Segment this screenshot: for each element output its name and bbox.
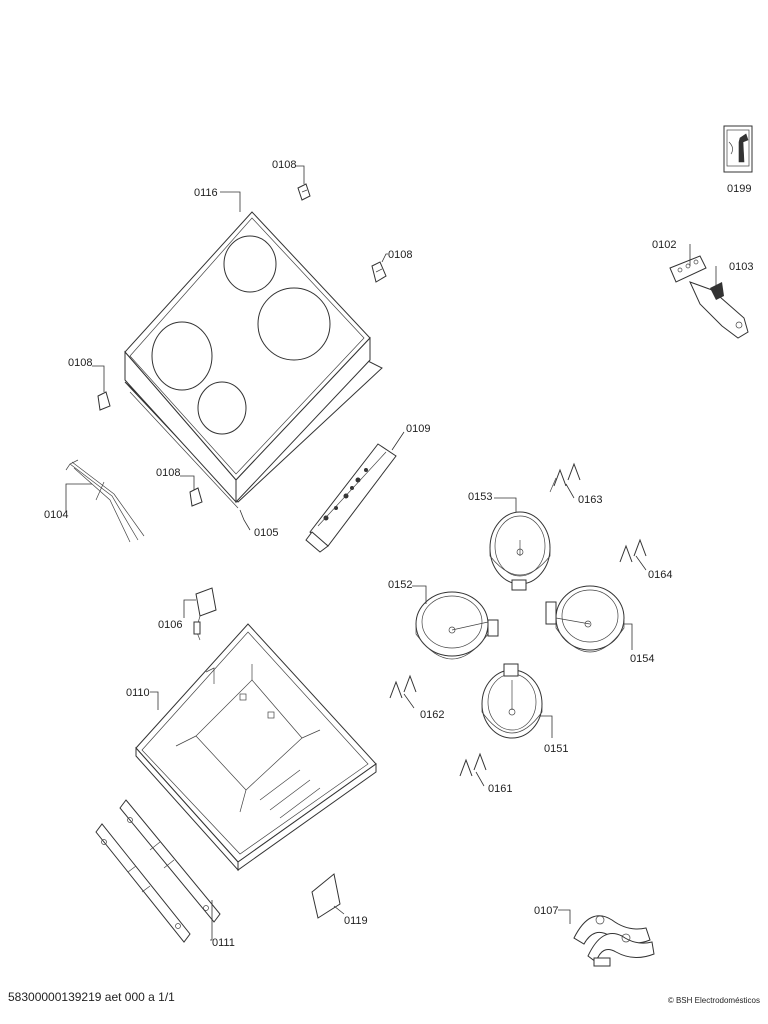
label-0108-top: 0108 [272, 159, 296, 171]
label-0107: 0107 [534, 905, 558, 917]
label-0108-lower: 0108 [156, 467, 180, 479]
bottom-housing-part [135, 623, 377, 872]
label-0104: 0104 [44, 509, 68, 521]
terminal-bracket-part [193, 587, 217, 641]
label-0108-left: 0108 [68, 357, 92, 369]
heating-element-0154 [545, 585, 625, 653]
label-0199: 0199 [727, 183, 751, 195]
cable-clamps-0107 [573, 915, 655, 967]
control-module-part [305, 443, 397, 553]
label-0116: 0116 [194, 187, 218, 199]
heating-element-0152 [415, 591, 499, 660]
label-0111: 0111 [212, 937, 235, 949]
glass-ceramic-hob-part [124, 211, 383, 509]
document-number: 58300000139219 aet 000 a 1/1 [8, 990, 175, 1004]
label-0106: 0106 [158, 619, 182, 631]
copyright-notice: © BSH Electrodomésticos [667, 996, 760, 1005]
heating-element-0151 [481, 663, 543, 739]
label-0103: 0103 [729, 261, 753, 273]
label-0119: 0119 [344, 915, 368, 927]
mounting-rails-0111 [95, 799, 221, 943]
heating-element-0153 [489, 511, 551, 591]
spring-clips-0161 [459, 752, 487, 777]
clip-part-right [371, 261, 387, 283]
label-0108-right: 0108 [388, 249, 412, 261]
clip-part-left [97, 391, 111, 411]
service-wrench-icon [723, 125, 753, 173]
label-0102: 0102 [652, 239, 676, 251]
clip-part-top [297, 183, 311, 201]
power-cable-part [65, 459, 145, 543]
label-0162: 0162 [420, 709, 444, 721]
label-0164: 0164 [648, 569, 672, 581]
clip-part-lower [189, 487, 203, 507]
label-0152: 0152 [388, 579, 412, 591]
rating-label-part [311, 873, 341, 919]
label-0151: 0151 [544, 743, 568, 755]
spring-clips-0162 [389, 674, 417, 699]
label-0110: 0110 [126, 687, 150, 699]
label-0109: 0109 [406, 423, 430, 435]
spring-clips-0164 [619, 538, 647, 563]
spring-clips-0163 [549, 462, 581, 493]
label-0105: 0105 [254, 527, 278, 539]
label-0153: 0153 [468, 491, 492, 503]
label-0163: 0163 [578, 494, 602, 506]
label-0161: 0161 [488, 783, 512, 795]
label-0154: 0154 [630, 653, 654, 665]
